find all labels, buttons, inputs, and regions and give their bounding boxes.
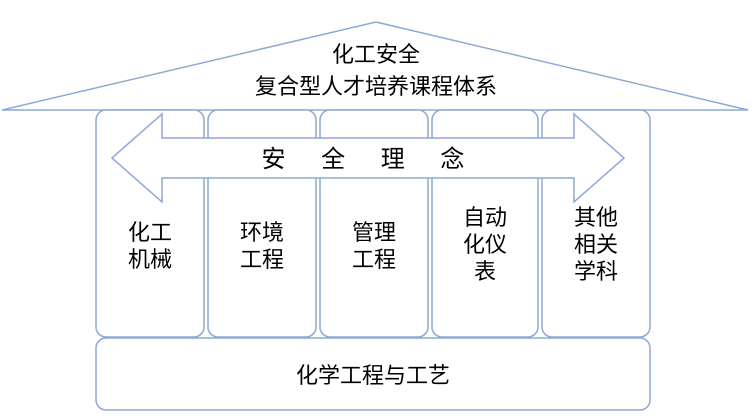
pillar-label-line: 其他 <box>574 206 618 231</box>
pillar-label-line: 化仪 <box>463 233 507 258</box>
pillar-label-line: 环境 <box>240 221 284 246</box>
arrow-label: 安 全 理 念 <box>262 145 479 173</box>
pillar-label-line: 工程 <box>240 248 284 273</box>
pillar-label-line: 表 <box>474 260 496 285</box>
pillar-label-line: 工程 <box>352 248 396 273</box>
pillar-label-line: 相关 <box>574 233 618 258</box>
foundation: 化学工程与工艺 <box>95 337 651 411</box>
roof-subtitle: 复合型人才培养课程体系 <box>255 75 497 100</box>
pillar-label-line: 化工 <box>128 221 172 246</box>
pillar-label-line: 自动 <box>463 206 507 231</box>
roof-title: 化工安全 <box>332 43 420 68</box>
pillars: 化工 机械 环境 工程 管理 工程 自动 化仪 表 其他 相关 学科 <box>95 109 651 338</box>
double-arrow-shape <box>110 112 626 204</box>
foundation-box <box>95 337 651 411</box>
foundation-label: 化学工程与工艺 <box>296 364 450 389</box>
pillar-label-line: 学科 <box>574 260 618 285</box>
roof: 化工安全 复合型人才培养课程体系 <box>1 21 749 111</box>
pillar-label-line: 管理 <box>352 221 396 246</box>
pillar-label-line: 机械 <box>128 248 172 273</box>
safety-concept-arrow: 安 全 理 念 <box>110 112 626 204</box>
